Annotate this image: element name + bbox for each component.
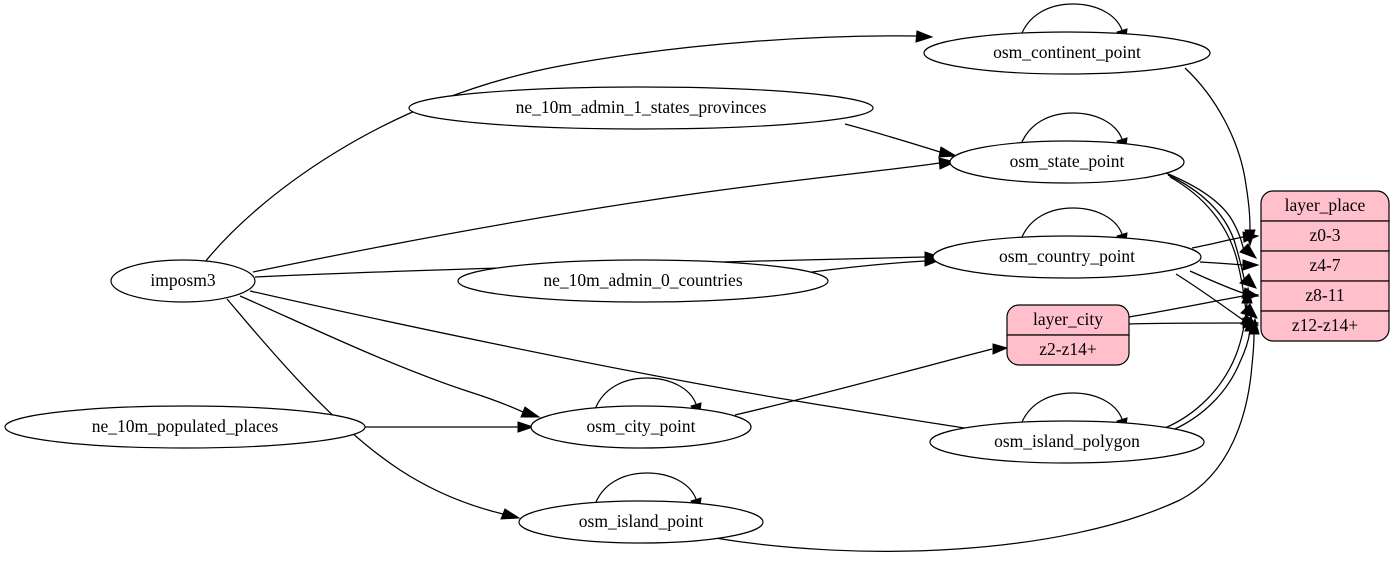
layer_place-row-z4-7[interactable] [1260, 250, 1390, 282]
arrowhead [915, 30, 934, 43]
node-shape-osm_continent_point[interactable] [923, 31, 1211, 75]
edge-imposm3-to-osm_island_point [226, 298, 504, 515]
node-shape-imposm3[interactable] [110, 259, 256, 303]
arrowhead [1239, 273, 1257, 289]
edge-osm_country_point-to-layer_place-z8-11 [1189, 270, 1244, 294]
node-ne_10m_admin_1_states_provinces[interactable]: ne_10m_admin_1_states_provinces [408, 86, 874, 130]
node-shape-osm_island_point[interactable] [518, 500, 764, 544]
arrowhead [1239, 243, 1258, 259]
node-shape-ne_10m_admin_0_countries[interactable] [457, 259, 829, 303]
edge-imposm3-to-osm_city_point [239, 295, 524, 413]
selfloop-osm_state_point [1019, 112, 1123, 148]
node-osm_island_polygon[interactable]: osm_island_polygon [929, 420, 1205, 464]
arrowhead [1242, 231, 1260, 243]
edge-osm_country_point-to-layer_place-z0-3 [1191, 236, 1244, 249]
layer_place-header-cell[interactable] [1260, 190, 1390, 222]
layer_city-header-cell[interactable] [1006, 304, 1130, 336]
node-shape-osm_island_polygon[interactable] [929, 420, 1205, 464]
node-imposm3[interactable]: imposm3 [110, 259, 256, 303]
arrowhead [1240, 303, 1258, 319]
node-shape-osm_country_point[interactable] [932, 235, 1202, 279]
arrowhead [500, 508, 521, 520]
edge-osm_island_polygon-to-layer_place-z8-11 [1164, 302, 1248, 429]
node-shape-osm_city_point[interactable] [530, 405, 752, 449]
arrowhead [520, 406, 541, 418]
selfloop-osm_country_point [1019, 207, 1123, 243]
record-node-layer_place[interactable]: layer_place z0-3 z4-7 z8-11 z12-z14+ [1260, 190, 1390, 342]
arrowhead [517, 421, 535, 433]
edge-osm_country_point-to-layer_place-z12-z14 [1175, 273, 1244, 321]
edge-imposm3-to-osm_continent_point [204, 35, 919, 263]
arrowhead [938, 146, 958, 158]
layer_place-row-z0-3[interactable] [1260, 220, 1390, 252]
edge-osm_city_point-to-layer_city-z2-z14 [734, 348, 993, 416]
layer_place-row-z8-11[interactable] [1260, 280, 1390, 312]
selfloop-osm_continent_point [1019, 3, 1123, 39]
edge-osm_continent_point-to-layer_place-z0-3 [1184, 67, 1251, 232]
selfloop-osm_island_polygon [1019, 392, 1123, 428]
arrowhead [992, 343, 1009, 355]
layer_place-row-z12-z14[interactable] [1260, 310, 1390, 342]
edge-osm_state_point-to-layer_place-z4-7 [1165, 172, 1245, 252]
arrowhead [938, 157, 957, 170]
node-shape-ne_10m_populated_places[interactable] [4, 405, 366, 449]
arrowhead [1241, 286, 1253, 304]
selfloop-osm_city_point [593, 377, 697, 413]
edge-ne_10m_admin_0_countries-to-osm_country_point [811, 260, 926, 273]
layer_city-row-z2-z14[interactable] [1006, 334, 1130, 366]
edge-ne_10m_admin_1_states_provinces-to-osm_state_point [844, 123, 941, 153]
arrowhead [924, 255, 942, 267]
selfloop-osm_island_point [593, 472, 697, 508]
edge-imposm3-to-osm_island_polygon [249, 290, 986, 432]
edge-layer_city-to-layer_place-z8-11 [1128, 295, 1244, 318]
edge-layer_city-to-layer_place-z12-z14 [1128, 322, 1244, 325]
node-osm_continent_point[interactable]: osm_continent_point [923, 31, 1211, 75]
arrowhead [1248, 317, 1260, 335]
edge-osm_island_polygon-to-layer_place-z12-z14 [1167, 330, 1251, 433]
node-ne_10m_populated_places[interactable]: ne_10m_populated_places [4, 405, 366, 449]
arrowhead [1242, 259, 1260, 271]
node-osm_island_point[interactable]: osm_island_point [518, 500, 764, 544]
edge-osm_island_point-to-layer_place-z12-z14 [714, 333, 1255, 552]
edge-osm_state_point-to-layer_place-z8-11 [1167, 174, 1246, 283]
edge-imposm3-to-osm_state_point [252, 162, 941, 273]
node-osm_city_point[interactable]: osm_city_point [530, 405, 752, 449]
node-shape-osm_state_point[interactable] [949, 140, 1185, 184]
node-osm_state_point[interactable]: osm_state_point [949, 140, 1185, 184]
edge-osm_country_point-to-layer_place-z4-7 [1199, 261, 1244, 266]
node-layer: imposm3 ne_10m_populated_places ne_10m_a… [4, 31, 1211, 544]
record-node-layer_city[interactable]: layer_city z2-z14+ [1006, 304, 1130, 366]
node-shape-ne_10m_admin_1_states_provinces[interactable] [408, 86, 874, 130]
node-ne_10m_admin_0_countries[interactable]: ne_10m_admin_0_countries [457, 259, 829, 303]
node-osm_country_point[interactable]: osm_country_point [932, 235, 1202, 279]
